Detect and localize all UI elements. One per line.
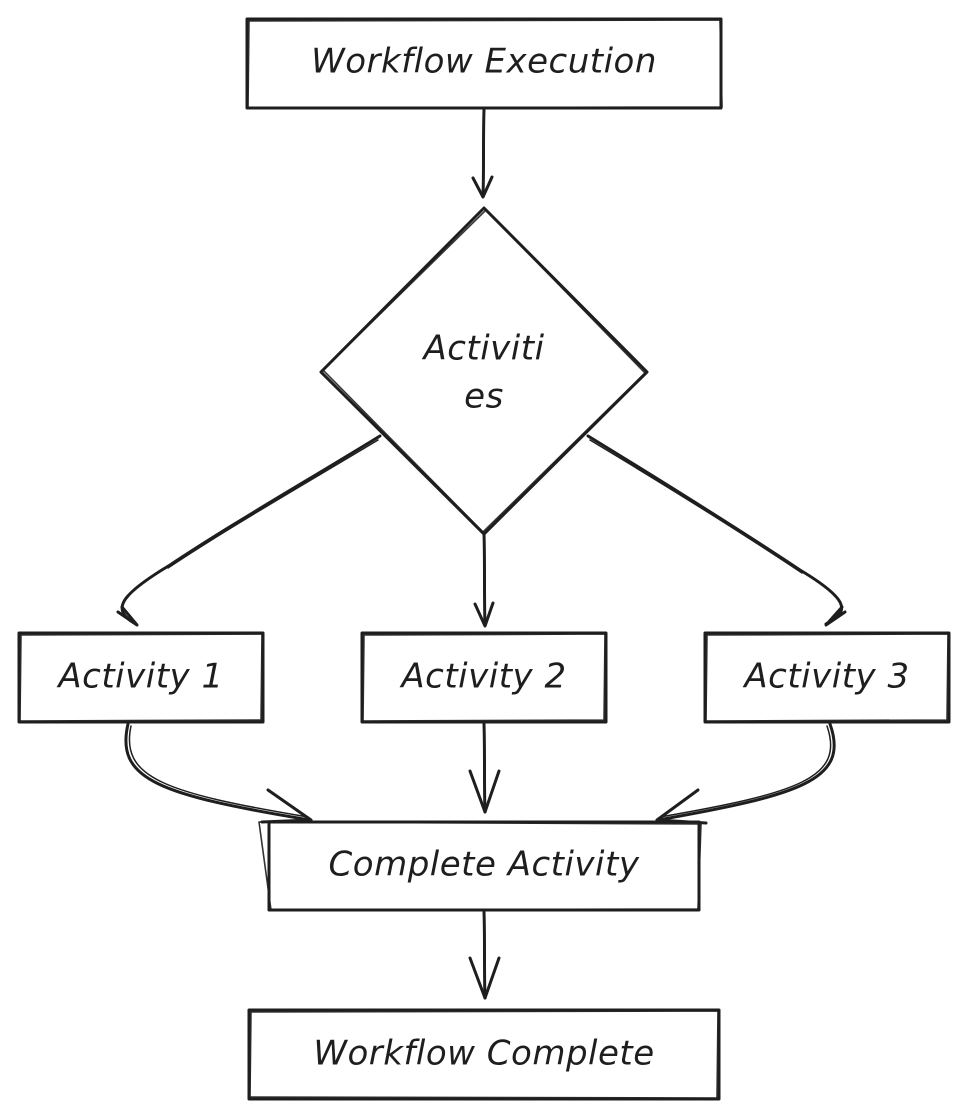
arrowhead (468, 769, 501, 814)
arrowhead (473, 601, 495, 628)
node-activity-3: Activity 3 (703, 631, 951, 724)
arrowhead (471, 175, 494, 199)
arrowhead (116, 605, 139, 627)
node-workflow-execution: Workflow Execution (245, 17, 723, 110)
edge-activity-1-to-complete-activity (124, 722, 313, 824)
node-complete-activity-label: Complete Activity (329, 845, 640, 885)
node-workflow-execution-label: Workflow Execution (311, 42, 657, 82)
node-activity-2-label: Activity 2 (399, 657, 566, 697)
node-activity-1: Activity 1 (17, 631, 265, 724)
node-activities-label-line-1: Activiti (421, 329, 544, 369)
node-activities-label-line-2: es (464, 377, 504, 417)
arrowhead (468, 956, 501, 1000)
node-workflow-complete-label: Workflow Complete (313, 1034, 654, 1074)
edge-activities-to-activity-1 (116, 434, 382, 627)
node-activities-decision: Activiti es (319, 206, 649, 536)
edge-activity-2-to-complete-activity (468, 722, 501, 814)
node-complete-activity: Complete Activity (258, 820, 702, 912)
edge-workflow-execution-to-activities (471, 108, 494, 199)
edge-activities-to-activity-3 (586, 434, 847, 627)
edge-activity-3-to-complete-activity (655, 722, 836, 825)
arrowhead (824, 605, 847, 627)
edge-complete-activity-to-workflow-complete (468, 910, 501, 1000)
node-activity-3-label: Activity 3 (742, 657, 909, 697)
node-activity-2: Activity 2 (360, 631, 608, 724)
node-activity-1-label: Activity 1 (56, 657, 223, 697)
node-workflow-complete: Workflow Complete (247, 1008, 721, 1101)
edge-activities-to-activity-2 (473, 532, 495, 628)
